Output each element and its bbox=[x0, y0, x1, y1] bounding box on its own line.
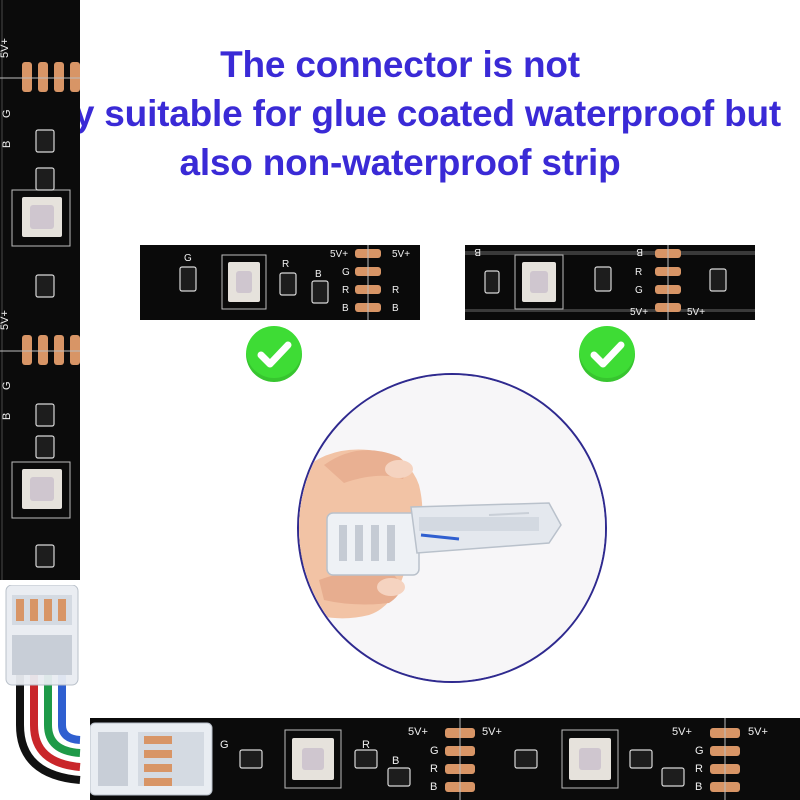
headline-line-1: The connector is not bbox=[220, 44, 580, 85]
waterproof-strip-graphic: B B R G 5V+ 5V+ bbox=[465, 245, 755, 320]
corner-connector-with-wires bbox=[5, 585, 81, 784]
bottom-strip-red-label-0: R bbox=[362, 739, 370, 751]
check-circle-icon bbox=[246, 326, 302, 382]
sample-a-blue-label-3: B bbox=[392, 303, 399, 314]
bottom-strip-blue-label-0: B bbox=[392, 755, 399, 767]
left-strip-green-label-2: G bbox=[1, 381, 13, 390]
non-waterproof-strip-sample: G R B 5V+ 5V+ G R B R B bbox=[140, 245, 420, 320]
sample-a-red-label-3: R bbox=[392, 285, 399, 296]
hand-holding-connector-graphic bbox=[299, 375, 605, 681]
bottom-led-strip-graphic: 5V+ 5V+ G R B 5V+ 5V+ G R B G R B bbox=[89, 718, 800, 800]
connector-closeup-inset bbox=[297, 373, 607, 683]
bottom-strip-blue-label-1: B bbox=[430, 781, 437, 793]
check-circle-icon bbox=[579, 326, 635, 382]
bottom-strip-power-label-4: 5V+ bbox=[748, 726, 768, 738]
sample-a-power-label-1: 5V+ bbox=[330, 249, 348, 260]
sample-a-red-label: R bbox=[282, 259, 289, 270]
bottom-strip-green-label-2: G bbox=[695, 745, 704, 757]
sample-a-blue-label: B bbox=[315, 269, 322, 280]
sample-b-blue-label: B bbox=[474, 246, 481, 257]
sample-b-power-label: 5V+ bbox=[630, 307, 648, 318]
waterproof-strip-sample: B B R G 5V+ 5V+ bbox=[465, 245, 755, 320]
sample-a-red-label-2: R bbox=[342, 285, 349, 296]
sample-a-green-label: G bbox=[184, 253, 192, 264]
bottom-strip-red-label-2: R bbox=[695, 763, 703, 775]
sample-b-green-label: G bbox=[635, 285, 643, 296]
bottom-strip-power-label-3: 5V+ bbox=[672, 726, 692, 738]
bottom-strip-blue-label-2: B bbox=[695, 781, 702, 793]
headline-line-3: also non-waterproof strip bbox=[179, 142, 621, 183]
bottom-strip-power-label-2: 5V+ bbox=[482, 726, 502, 738]
left-strip-power-label-2: 5V+ bbox=[0, 310, 11, 330]
left-strip-blue-label-2: B bbox=[1, 413, 13, 420]
sample-a-power-label-2: 5V+ bbox=[392, 249, 410, 260]
headline-line-2: only suitable for glue coated waterproof… bbox=[18, 93, 782, 134]
sample-b-blue-label-2: B bbox=[636, 246, 643, 257]
left-led-strip: 5V+ G B 5V+ G B bbox=[0, 0, 80, 580]
bottom-strip-green-label-0: G bbox=[220, 739, 229, 751]
sample-a-blue-label-2: B bbox=[342, 303, 349, 314]
left-strip-power-label-1: 5V+ bbox=[0, 38, 11, 58]
sample-a-green-label-2: G bbox=[342, 267, 350, 278]
bottom-strip-red-label-1: R bbox=[430, 763, 438, 775]
left-strip-blue-label-1: B bbox=[1, 141, 13, 148]
bottom-strip-power-label-1: 5V+ bbox=[408, 726, 428, 738]
bottom-led-strip: 5V+ 5V+ G R B 5V+ 5V+ G R B G R B bbox=[89, 718, 800, 800]
bottom-strip-green-label-1: G bbox=[430, 745, 439, 757]
left-led-strip-graphic: 5V+ G B 5V+ G B bbox=[0, 0, 80, 580]
left-strip-green-label-1: G bbox=[1, 109, 13, 118]
non-waterproof-strip-graphic: G R B 5V+ 5V+ G R B R B bbox=[140, 245, 420, 320]
sample-b-red-label: R bbox=[635, 267, 642, 278]
sample-b-power-label-2: 5V+ bbox=[687, 307, 705, 318]
